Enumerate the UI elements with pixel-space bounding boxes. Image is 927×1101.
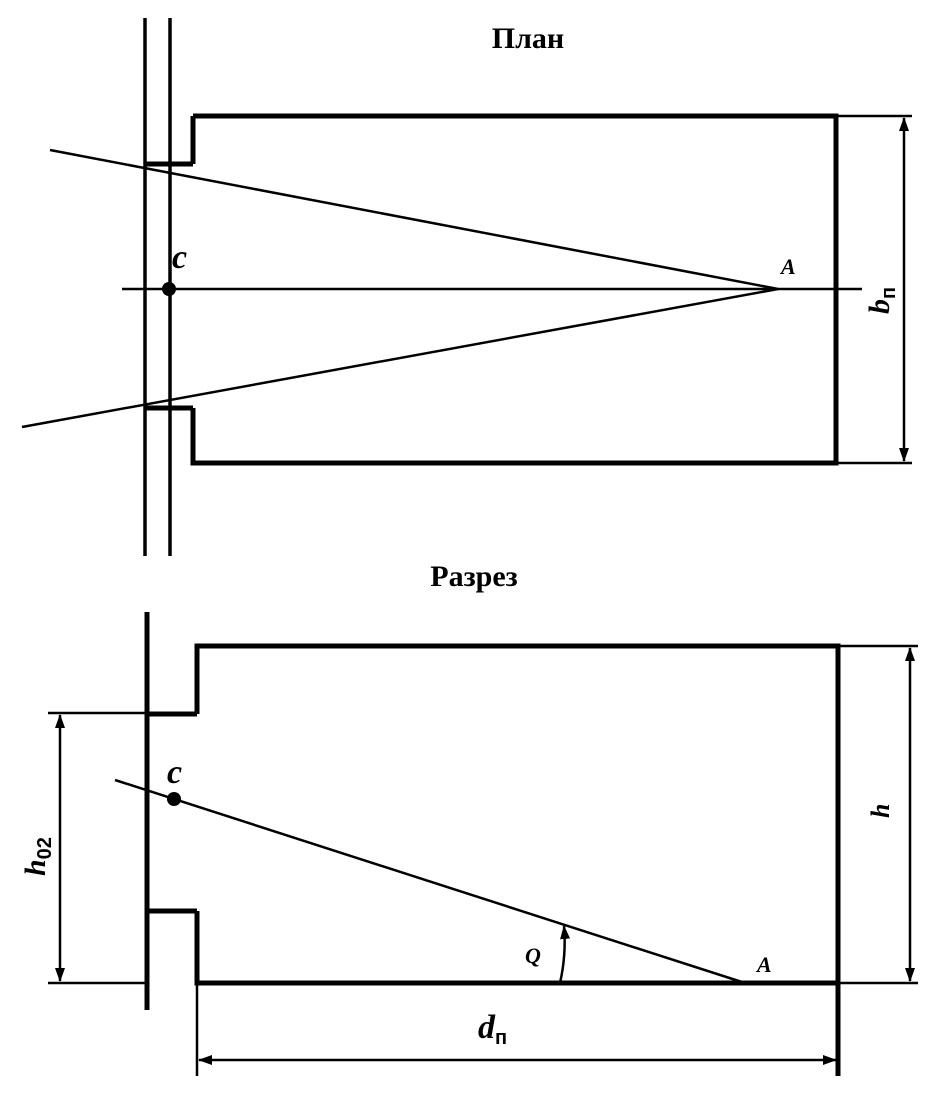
section-room-outline	[194, 643, 841, 1076]
section-sight-line	[114, 778, 746, 985]
plan-label-a: A	[779, 254, 796, 279]
plan-title: План	[492, 22, 564, 55]
section-angle-label: Q	[525, 943, 541, 968]
plan-dim-b-label: bп	[863, 287, 900, 314]
section-dim-d-label: dп	[478, 1009, 507, 1049]
plan-view: План c A bп	[21, 18, 912, 556]
plan-label-c: c	[172, 239, 187, 276]
section-point-c	[167, 792, 181, 806]
plan-point-c	[162, 282, 176, 296]
plan-sight-line-bottom	[21, 287, 779, 429]
section-label-a: A	[755, 952, 772, 977]
section-label-c: c	[167, 754, 182, 791]
section-view: Разрез h02 c Q A h dп	[19, 560, 918, 1076]
section-angle-arc	[558, 925, 571, 984]
section-dim-h0-label: h02	[19, 837, 56, 876]
plan-sight-line-top	[49, 148, 779, 291]
section-dim-h-label: h	[866, 804, 895, 818]
section-title: Разрез	[430, 560, 517, 593]
